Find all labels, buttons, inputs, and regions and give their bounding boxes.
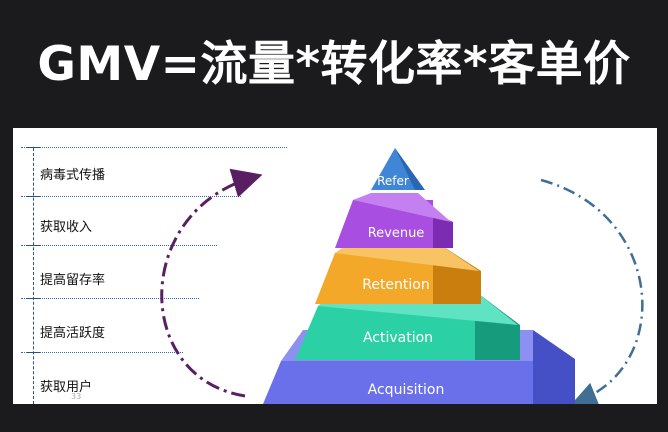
tier-activation-front	[295, 306, 475, 360]
stage-label-retention: 提高留存率	[40, 273, 106, 288]
stage-separator	[21, 298, 199, 299]
tier-retention-front	[315, 253, 433, 304]
left-cycle-arrow	[160, 168, 263, 398]
stage-separator	[21, 147, 287, 148]
tier-label-revenue: Revenue	[367, 226, 425, 241]
tier-revenue-top	[353, 193, 451, 222]
stage-separator	[21, 245, 217, 246]
stage-label-revenue: 获取收入	[40, 220, 93, 235]
stage-tick	[27, 298, 40, 299]
page-title: GMV=流量*转化率*客单价	[37, 36, 631, 92]
tier-acquisition-front	[263, 361, 533, 404]
diagram-panel: 病毒式传播 获取收入 提高留存率 提高活跃度 获取用户 33	[13, 128, 657, 404]
tier-refer-front	[371, 148, 415, 190]
stage-label-activation: 提高活跃度	[40, 326, 106, 341]
watermark-mark: 33	[71, 392, 82, 401]
stage-separator	[21, 352, 183, 353]
tier-refer-side	[395, 148, 425, 190]
stage-separator	[21, 196, 241, 197]
pyramid-diagram	[160, 148, 644, 404]
tier-label-retention: Retention	[362, 277, 430, 293]
tier-label-refer: Refer	[377, 174, 409, 188]
stage-tick	[27, 245, 40, 246]
stage-tick	[27, 196, 40, 197]
stage-tick	[27, 147, 40, 148]
tier-label-activation: Activation	[362, 330, 434, 346]
stage-label-acquisition: 获取用户	[40, 380, 93, 395]
stage-tick	[27, 352, 40, 353]
stage-label-viral: 病毒式传播	[40, 168, 106, 183]
stage-axis	[33, 148, 34, 404]
tier-label-acquisition: Acquisition	[367, 382, 445, 398]
bottom-band	[0, 404, 668, 432]
tier-acquisition-side	[533, 330, 575, 404]
